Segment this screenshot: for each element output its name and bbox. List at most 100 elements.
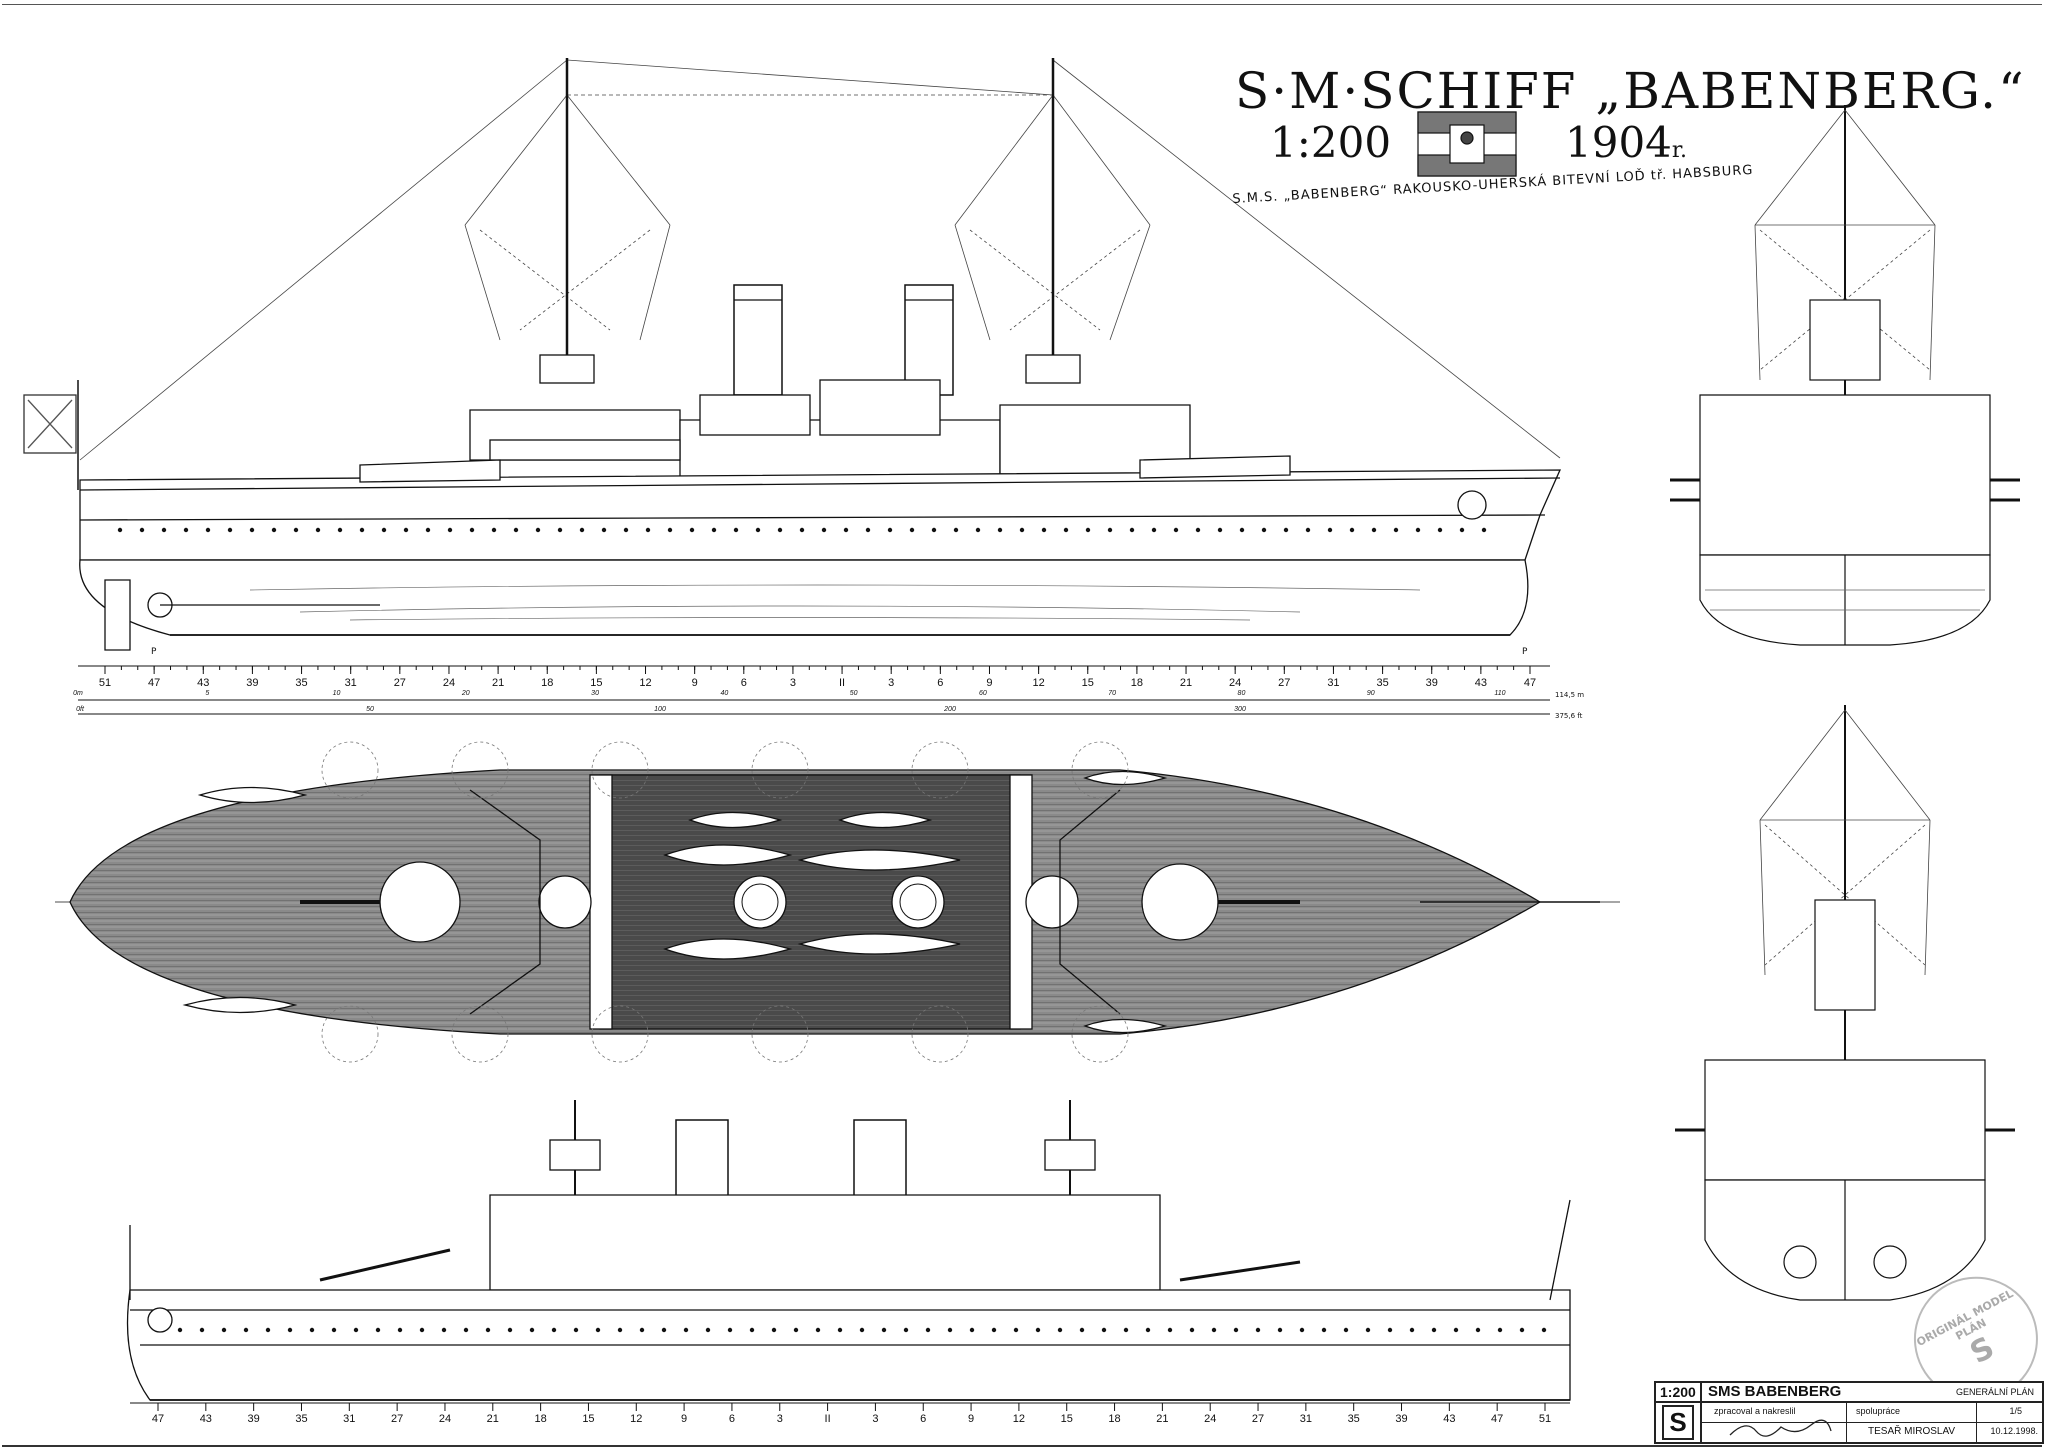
porthole <box>1283 527 1289 533</box>
porthole <box>1211 1327 1217 1333</box>
porthole <box>953 527 959 533</box>
porthole <box>843 527 849 533</box>
porthole <box>1305 527 1311 533</box>
stamp-text: ORIGINÁL MODEL PLÁN <box>1914 1286 2016 1349</box>
ruler-frame-label: 18 <box>1130 677 1144 689</box>
porthole <box>1437 527 1443 533</box>
front-view <box>1670 105 2020 646</box>
plan-gun-arcs <box>321 741 1129 1063</box>
ruler-frame-label: 39 <box>1395 1413 1408 1425</box>
porthole <box>447 527 453 533</box>
ruler-frame-label: 6 <box>920 1413 927 1425</box>
porthole <box>315 527 321 533</box>
porthole <box>689 527 695 533</box>
porthole <box>749 1327 755 1333</box>
ruler-frame-label: 21 <box>1156 1413 1169 1425</box>
ruler-frame-label: 21 <box>486 1413 499 1425</box>
porthole <box>991 1327 997 1333</box>
porthole <box>117 527 123 533</box>
austro-hungarian-flag <box>1417 111 1517 177</box>
porthole <box>947 1327 953 1333</box>
porthole <box>1519 1327 1525 1333</box>
porthole <box>683 1327 689 1333</box>
porthole <box>287 1327 293 1333</box>
plan-year-number: 1904 <box>1565 118 1672 167</box>
ruler-frame-label: 35 <box>1376 677 1389 689</box>
ruler-frame-label: 3 <box>789 677 796 689</box>
porthole <box>969 1327 975 1333</box>
porthole <box>623 527 629 533</box>
ruler-meter-label: 90 <box>1366 690 1375 697</box>
ruler-foot-label: 300 <box>1234 706 1246 713</box>
porthole <box>1475 1327 1481 1333</box>
lower-hull <box>79 559 1529 636</box>
porthole <box>551 1327 557 1333</box>
porthole <box>491 527 497 533</box>
porthole <box>1371 527 1377 533</box>
porthole <box>1129 527 1135 533</box>
porthole <box>601 527 607 533</box>
gun-arc <box>591 1005 649 1063</box>
porthole <box>799 527 805 533</box>
porthole <box>1123 1327 1129 1333</box>
ruler-frame-label: 31 <box>1327 677 1340 689</box>
gun-arc <box>591 741 649 799</box>
porthole <box>381 527 387 533</box>
title-block-plan-type: GENERÁLNÍ PLÁN <box>1955 1387 2034 1397</box>
fore-top <box>539 354 595 384</box>
ruler-frame-label: 35 <box>295 1413 308 1425</box>
portholes-side <box>117 527 1487 533</box>
porthole <box>931 527 937 533</box>
porthole <box>777 527 783 533</box>
title-block-scale: 1:200 <box>1660 1384 1696 1400</box>
ruler-frame-label: 43 <box>199 1413 212 1425</box>
ruler-frame-label: 15 <box>1081 677 1094 689</box>
plan-title: S·M·SCHIFF „BABENBERG.“ <box>1235 62 2026 120</box>
ruler-frame-label: 3 <box>888 677 895 689</box>
ruler-frame-label: 47 <box>148 677 161 689</box>
porthole <box>557 527 563 533</box>
porthole <box>161 527 167 533</box>
porthole <box>1541 1327 1547 1333</box>
ruler-frame-label: 43 <box>197 677 210 689</box>
porthole <box>881 1327 887 1333</box>
porthole <box>1013 1327 1019 1333</box>
porthole <box>1167 1327 1173 1333</box>
porthole <box>1255 1327 1261 1333</box>
bottom-profile-view <box>126 1100 1571 1401</box>
porthole <box>177 1327 183 1333</box>
ruler-meter-label: 30 <box>591 690 599 697</box>
porthole <box>815 1327 821 1333</box>
top-ruler <box>78 665 1550 715</box>
title-block-author: TESAŘ MIROSLAV <box>1868 1426 1956 1437</box>
porthole <box>227 527 233 533</box>
porthole <box>1497 1327 1503 1333</box>
porthole <box>1079 1327 1085 1333</box>
ruler-meter-label: 80 <box>1237 690 1246 697</box>
ruler-frame-label: 18 <box>534 1413 547 1425</box>
porthole <box>837 1327 843 1333</box>
sheet-border <box>2 4 2042 1447</box>
porthole <box>727 1327 733 1333</box>
ruler-frame-label: 35 <box>1347 1413 1360 1425</box>
porthole <box>243 1327 249 1333</box>
publisher-logo: S <box>1662 1405 1694 1440</box>
porthole <box>1239 527 1245 533</box>
porthole <box>903 1327 909 1333</box>
title-block-drawn-label: zpracoval a nakreslil <box>1714 1406 1796 1416</box>
ruler-frame-label: 9 <box>691 677 698 689</box>
porthole <box>419 1327 425 1333</box>
porthole <box>221 1327 227 1333</box>
porthole <box>1327 527 1333 533</box>
ruler-frame-label: 39 <box>247 1413 260 1425</box>
porthole <box>309 1327 315 1333</box>
porthole <box>1299 1327 1305 1333</box>
ruler-frame-label: 39 <box>1425 677 1438 689</box>
porthole <box>639 1327 645 1333</box>
porthole <box>331 1327 337 1333</box>
ruler-frame-label: 9 <box>986 677 993 689</box>
porthole <box>1481 527 1487 533</box>
aft-funnel <box>904 284 954 396</box>
porthole <box>925 1327 931 1333</box>
porthole <box>645 527 651 533</box>
